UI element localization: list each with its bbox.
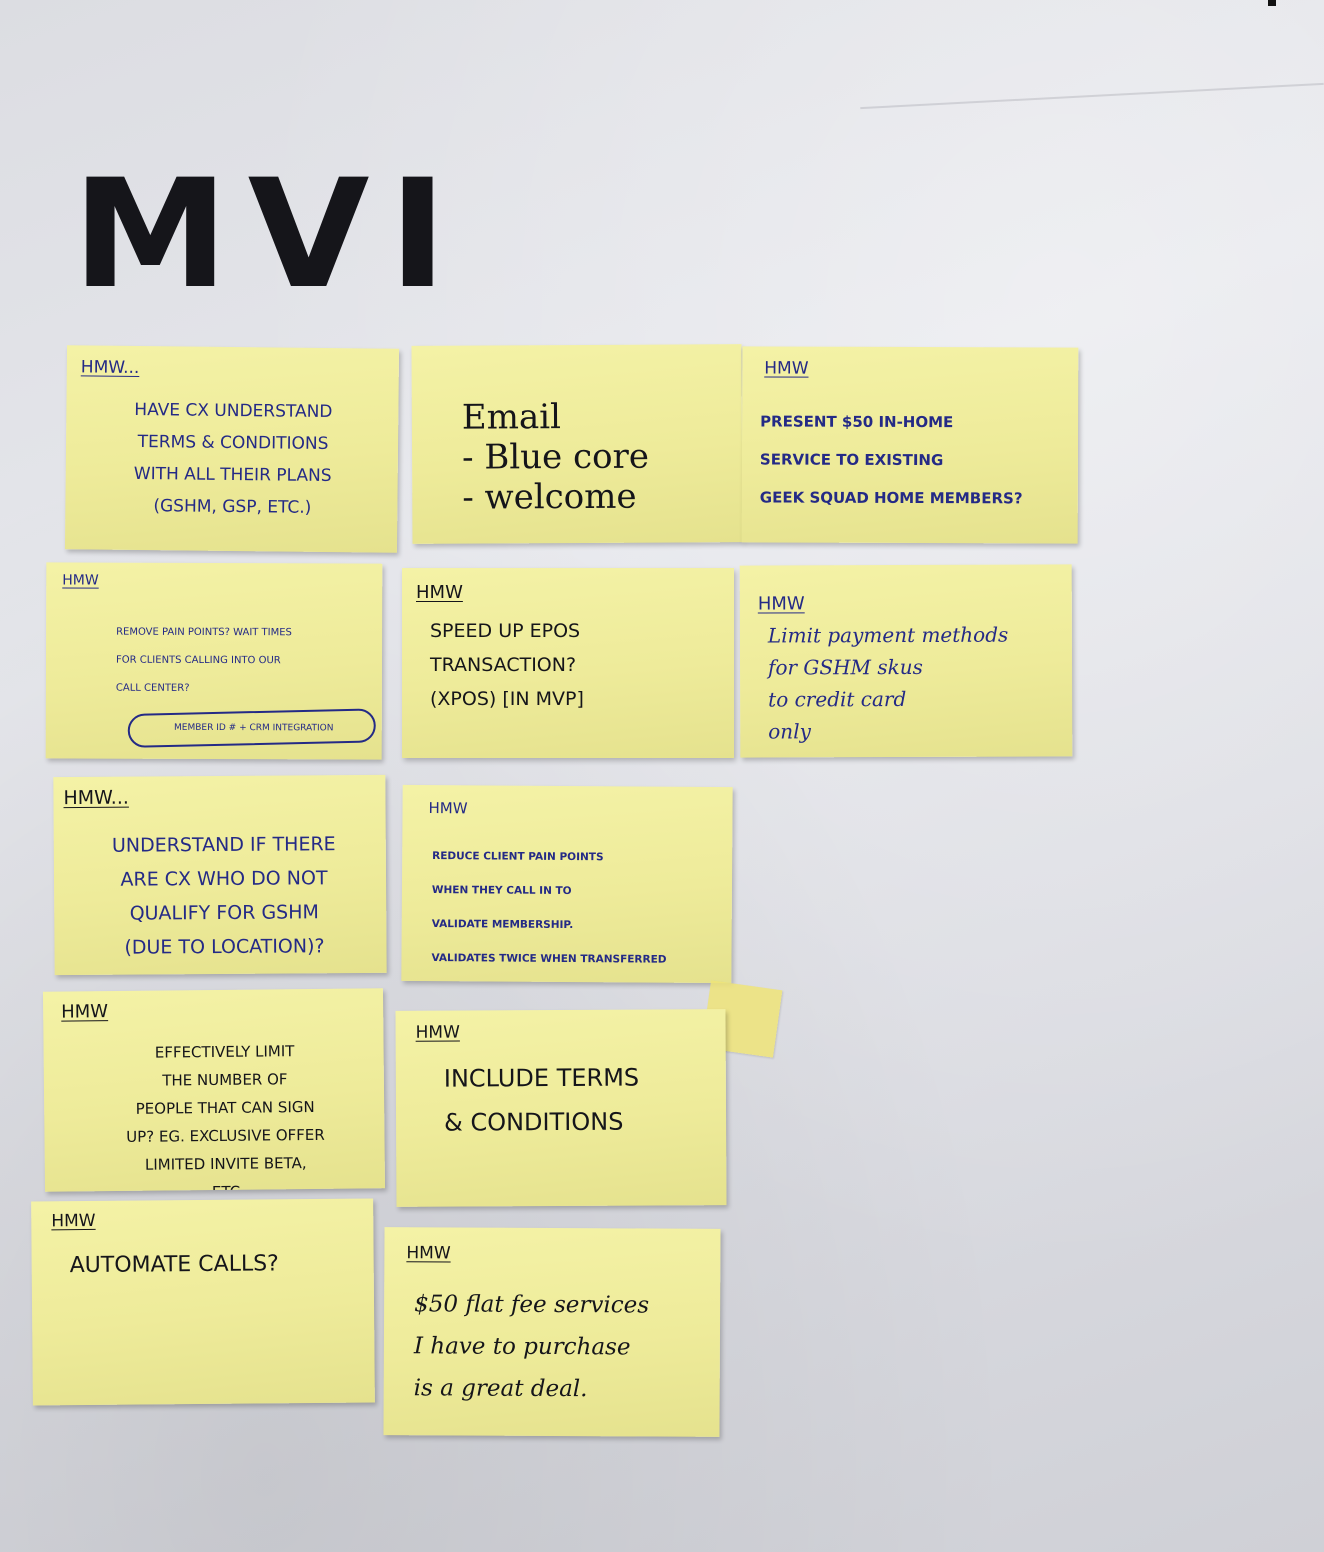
sticky-note-terms-conditions[interactable]: HMW Include terms & conditions — [395, 1009, 727, 1207]
note-hmw-label: HMW — [415, 1022, 460, 1043]
note-text: Effectively limit the number of people t… — [126, 1042, 325, 1192]
note-text: Email - Blue core - welcome — [461, 397, 650, 518]
note-text: Automate calls? — [69, 1251, 279, 1279]
paper-fold-line — [860, 82, 1324, 110]
sticky-note-pain-points[interactable]: HMW Remove pain points? Wait times for c… — [45, 562, 383, 760]
note-hmw-label: HMW — [62, 572, 99, 589]
note-hmw-label: HMW — [61, 1001, 109, 1023]
sticky-note-limit-signups[interactable]: HMW Effectively limit the number of peop… — [42, 988, 386, 1192]
sticky-note-present-service[interactable]: HMW Present $50 In-Home Service to exist… — [741, 346, 1079, 544]
sticky-note-validate-membership[interactable]: HMW Reduce client pain points when they … — [401, 784, 733, 984]
note-text: $50 flat fee services I have to purchase… — [413, 1291, 650, 1403]
note-hmw-label: HMW — [757, 593, 805, 615]
note-text: Limit payment methods for GSHM skus to c… — [767, 622, 1009, 744]
sticky-note-automate-calls[interactable]: HMW Automate calls? — [31, 1198, 375, 1406]
sticky-note-payment-methods[interactable]: HMW Limit payment methods for GSHM skus … — [739, 564, 1073, 758]
note-hmw-label: HMW — [406, 1243, 451, 1264]
note-hmw-label: HMW — [764, 358, 809, 379]
note-hmw-label: HMW... — [63, 786, 129, 810]
note-text: Present $50 In-Home Service to existing … — [759, 412, 1023, 508]
note-text: Reduce client pain points when they call… — [431, 850, 667, 966]
board-title: MVI — [72, 148, 466, 322]
note-text: Include terms & conditions — [443, 1063, 640, 1137]
note-hmw-label: HMW — [51, 1210, 96, 1232]
circled-annotation-text: Member ID # + CRM integration — [174, 722, 334, 734]
sticky-note-epos[interactable]: HMW Speed up EPOS transaction? (XPOS) [i… — [402, 568, 734, 758]
note-hmw-label: HMW... — [80, 357, 140, 379]
sticky-note-qualify[interactable]: HMW... Understand if there are CX who do… — [53, 774, 387, 976]
note-text: Have CX understand terms & conditions wi… — [133, 399, 333, 518]
easel-clip — [1268, 0, 1276, 6]
sticky-note-flat-fee[interactable]: HMW $50 flat fee services I have to purc… — [383, 1227, 721, 1437]
sticky-note-email[interactable]: Email - Blue core - welcome — [411, 344, 743, 544]
note-hmw-label: HMW — [416, 582, 463, 603]
sticky-note-cx-terms[interactable]: HMW... Have CX understand terms & condit… — [64, 345, 400, 553]
note-text: Speed up EPOS transaction? (XPOS) [in MV… — [430, 620, 584, 710]
note-text: Understand if there are CX who do not qu… — [111, 833, 336, 959]
note-text: Remove pain points? Wait times for clien… — [115, 626, 292, 694]
note-hmw-label: HMW — [428, 799, 468, 818]
